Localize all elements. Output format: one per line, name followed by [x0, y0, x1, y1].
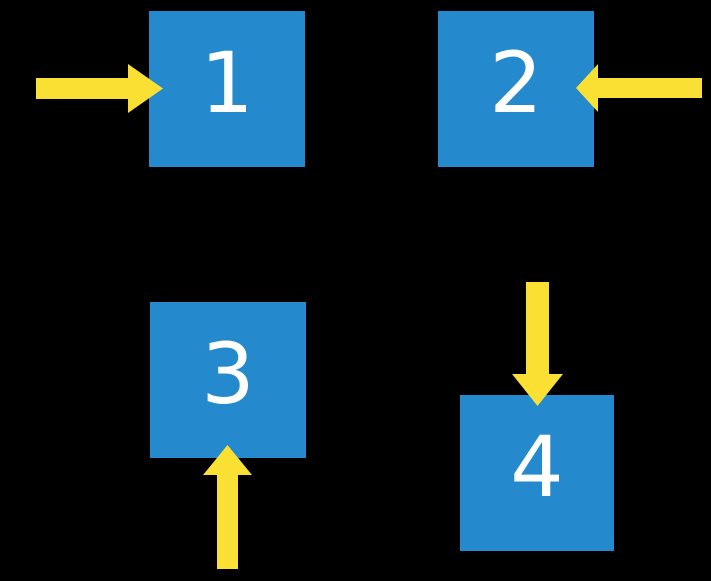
arrow-up-icon [203, 445, 252, 569]
square-3: 3 [150, 302, 306, 458]
square-1: 1 [149, 11, 305, 167]
square-3-label: 3 [201, 325, 255, 423]
arrow-right-icon [36, 64, 163, 113]
square-4: 4 [460, 395, 614, 551]
square-1-label: 1 [200, 34, 254, 132]
square-2-label: 2 [489, 34, 543, 132]
arrow-down-icon [512, 282, 563, 406]
arrow-left-icon [576, 64, 702, 112]
square-2: 2 [438, 11, 594, 167]
square-4-label: 4 [510, 418, 564, 516]
